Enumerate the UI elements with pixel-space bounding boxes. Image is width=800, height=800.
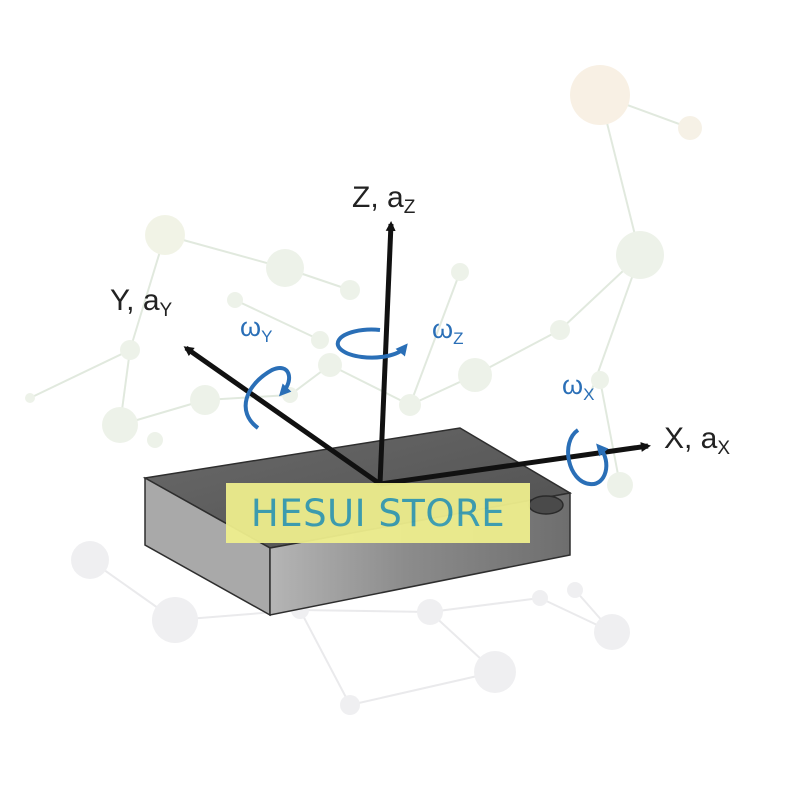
watermark-text: HESUI STORE [250,491,506,535]
rotation-arrows [243,327,609,487]
background-network [25,65,702,715]
z-axis-arrow [377,221,396,485]
omega-z-label: ωZ [432,314,463,348]
omega-x-rotation-icon [566,428,609,487]
omega-y-label: ωY [240,312,272,346]
omega-y-rotation-icon [243,366,292,430]
y-axis-label: Y, aY [110,284,173,321]
watermark-banner: HESUI STORE [226,483,530,543]
omega-z-rotation-icon [335,327,408,360]
z-axis-label: Z, aZ [352,181,416,218]
x-axis-label: X, aX [664,422,730,459]
y-axis-arrow [183,345,382,487]
chip-pin1-marker [528,495,564,515]
omega-x-label: ωX [562,370,594,404]
